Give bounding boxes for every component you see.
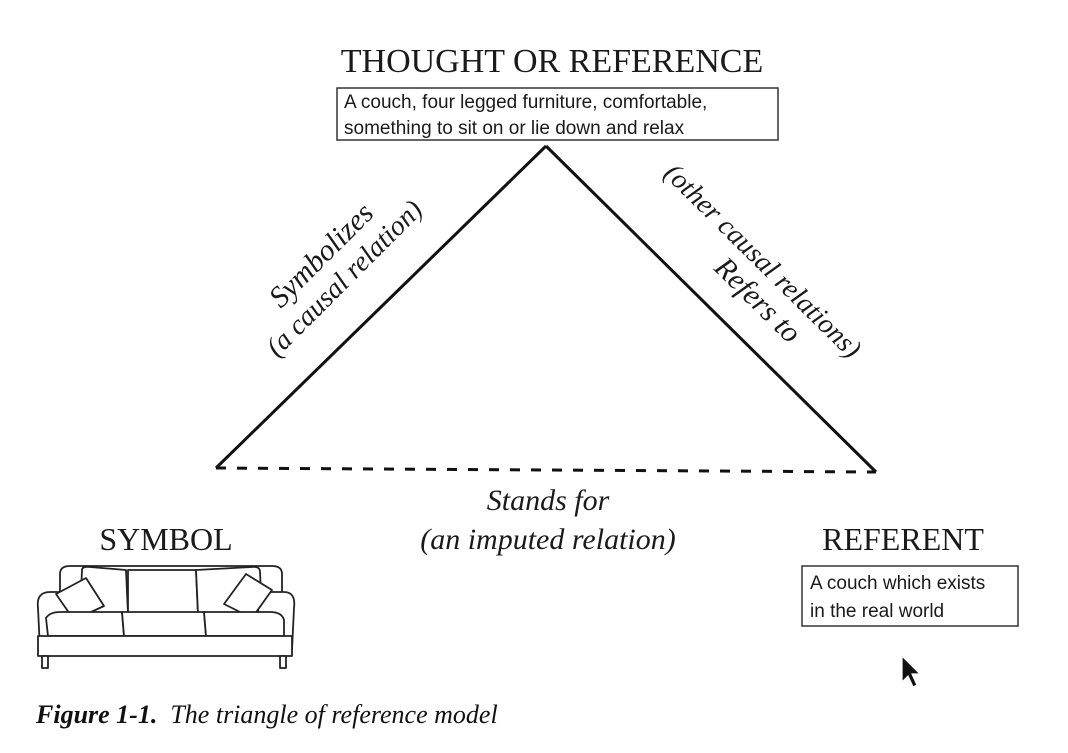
referent-desc-line1: A couch which exists bbox=[810, 573, 985, 594]
thought-desc-line1: A couch, four legged furniture, comforta… bbox=[344, 92, 707, 113]
referent-desc-line2: in the real world bbox=[810, 601, 944, 622]
arrow-cursor-icon bbox=[901, 654, 922, 688]
stands-for-label: Stands for bbox=[487, 484, 610, 517]
referent-title: REFERENT bbox=[822, 521, 984, 557]
figure-number: Figure 1-1. bbox=[36, 700, 158, 729]
refers-to-sublabel: (other causal relations) bbox=[658, 158, 867, 365]
referent-desc-box bbox=[801, 565, 1019, 627]
thought-desc-line2: something to sit on or lie down and rela… bbox=[344, 118, 685, 139]
edge-symbolizes bbox=[214, 144, 548, 470]
figure-caption-text: The triangle of reference model bbox=[170, 700, 498, 729]
thought-title: THOUGHT OR REFERENCE bbox=[341, 43, 764, 80]
edge-refers-to bbox=[544, 144, 878, 474]
thought-desc-box bbox=[336, 87, 779, 141]
edge-stands-for bbox=[215, 466, 877, 474]
figure-caption: Figure 1-1. The triangle of reference mo… bbox=[36, 700, 498, 730]
stands-for-sublabel: (an imputed relation) bbox=[420, 523, 676, 556]
symbol-title: SYMBOL bbox=[99, 521, 232, 557]
couch-icon bbox=[36, 565, 296, 669]
